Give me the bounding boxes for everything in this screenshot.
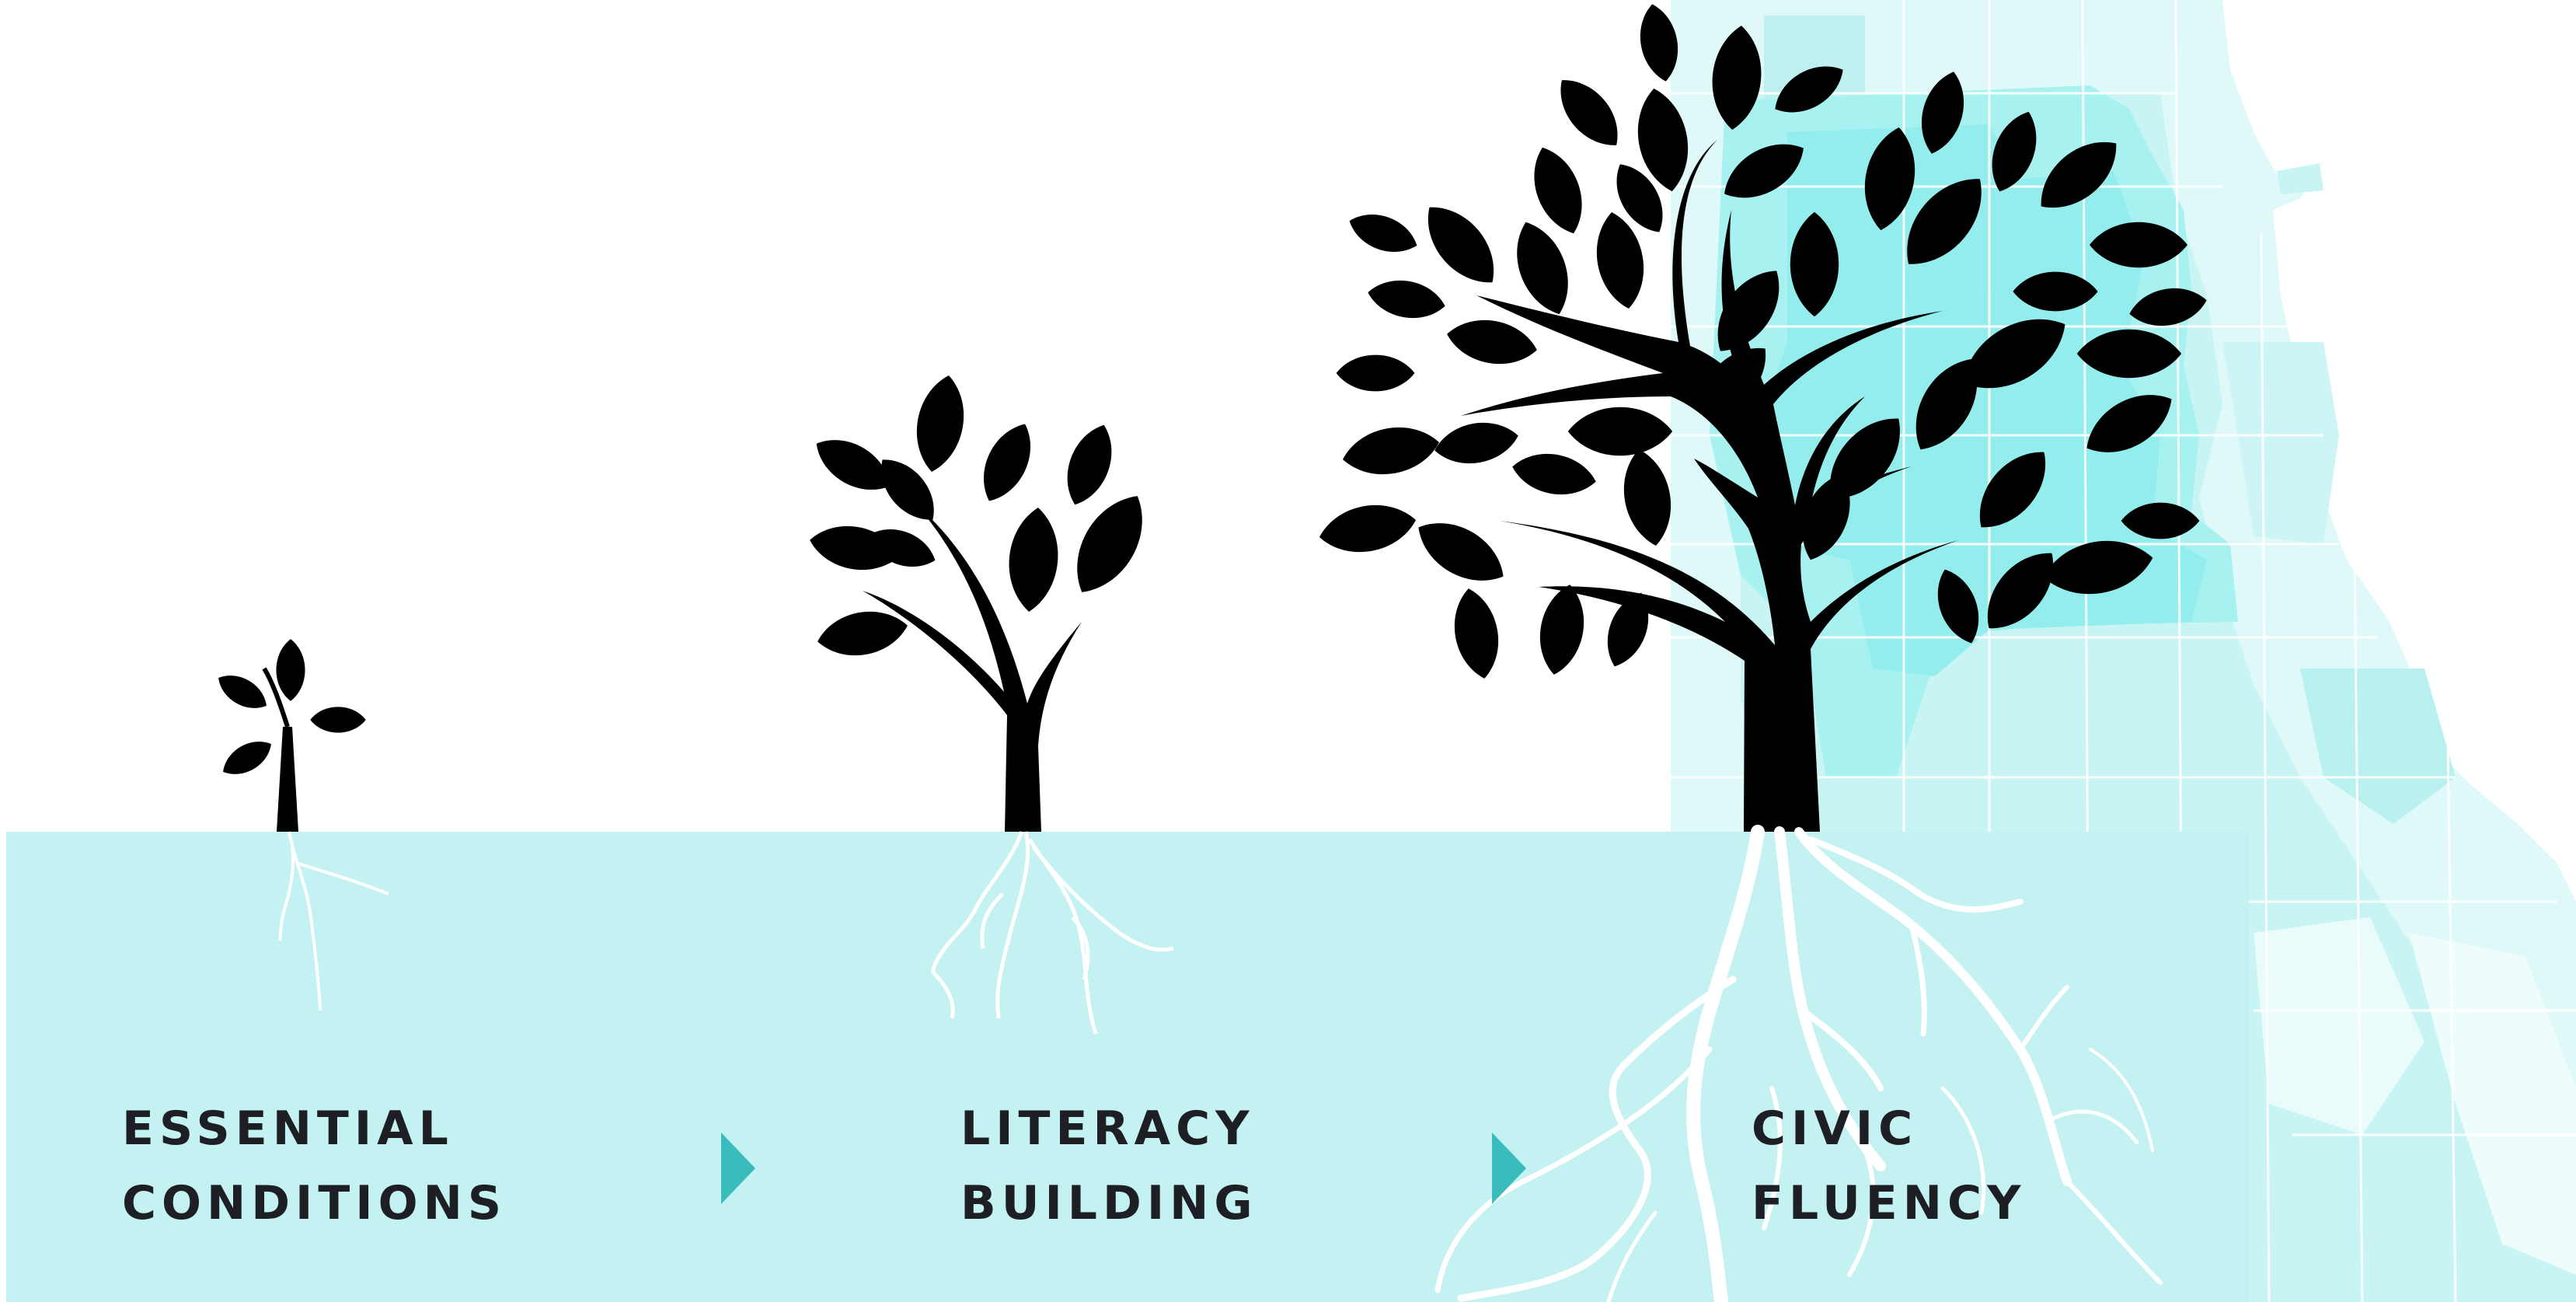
seedling-tree-icon [211,639,389,1011]
arrow-right-icon [721,1133,755,1204]
stage-label-line2: CONDITIONS [122,1176,507,1230]
stage-label-line1: LITERACY [960,1101,1255,1156]
stage-label-line1: ESSENTIAL [122,1101,454,1156]
stage-label-civic-fluency: CIVIC FLUENCY [1752,1091,2026,1241]
stage-label-line2: BUILDING [960,1176,1258,1230]
stage-label-line1: CIVIC [1752,1101,1919,1156]
stage-label-essential-conditions: ESSENTIAL CONDITIONS [122,1091,507,1241]
stage-label-literacy-building: LITERACY BUILDING [960,1091,1258,1241]
ground-band [6,832,2249,1302]
arrow-right-icon [1492,1133,1526,1204]
stage-label-line2: FLUENCY [1752,1176,2027,1230]
young-tree-icon [806,371,1174,1035]
mature-tree-icon [1315,1,2210,1302]
